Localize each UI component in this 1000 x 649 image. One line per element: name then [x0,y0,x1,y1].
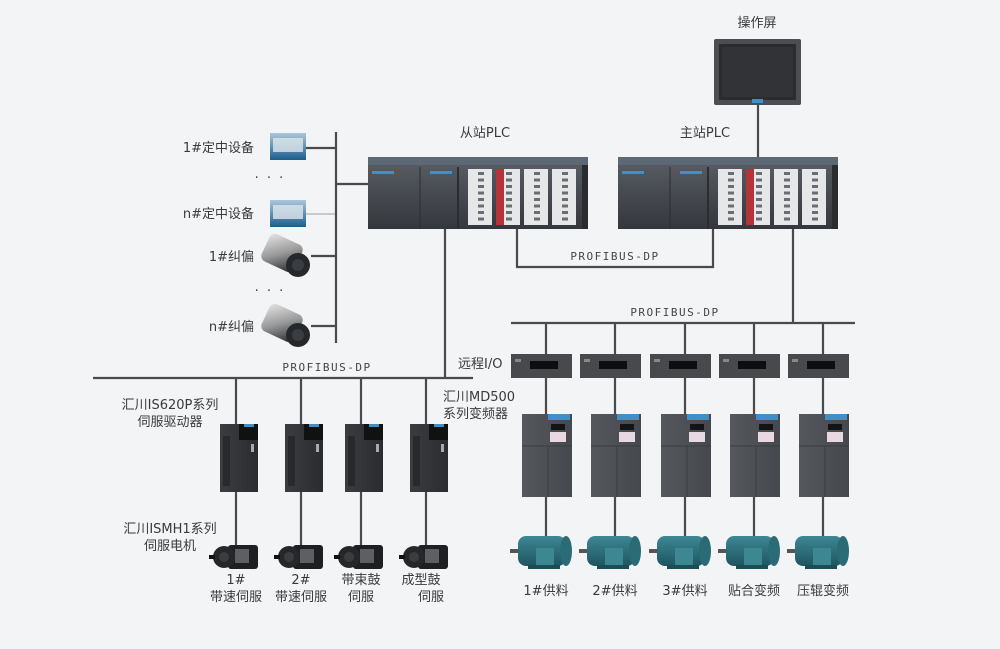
ac-motor-label: 3#供料 [662,584,708,599]
remote-io-label: 远程I/O [458,357,503,372]
remote-io-group [511,354,849,378]
device-label: 1#定中设备 [182,141,254,156]
ac-motor-icon [510,536,572,569]
hmi-label: 操作屏 [737,16,777,31]
camera-sensor-icon [261,233,310,277]
remote-bus-label: PROFIBUS-DP [630,306,720,319]
servo-motor-label-line2: 伺服 [417,590,444,605]
io-module [524,169,548,225]
vfd-group [522,414,849,497]
servo-drive-icon [220,424,258,492]
servo-motor-label-line1: 2# [291,573,311,588]
ac-motor-label: 贴合变频 [727,584,780,599]
vfd-icon [799,414,849,497]
slave-plc-rack-icon [368,157,588,229]
touchscreen-hmi-icon [714,39,801,105]
ac-motor-icon [787,536,849,569]
servo-drive-group-label-line2: 伺服驱动器 [137,415,203,430]
servo-motor-icon [209,545,258,569]
vfd-icon [591,414,641,497]
servo-drive-icon [285,424,323,492]
device-label: 1#纠偏 [208,250,254,265]
io-module [552,169,576,225]
servo-bus-label: PROFIBUS-DP [282,361,372,374]
vfd-group-label-line2: 系列变频器 [443,407,509,422]
servo-motor-icon [334,545,383,569]
servo-motor-icon [274,545,323,569]
remote-io-icon [719,354,780,378]
servo-motor-label-line2: 带速伺服 [274,590,327,605]
io-module [802,169,826,225]
device-label: n#定中设备 [182,207,254,222]
ellipsis: · · · [254,171,286,186]
vfd-icon [661,414,711,497]
servo-motor-label-line1: 成型鼓 [401,573,441,588]
servo-drive-group [220,424,448,492]
servo-motor-group [209,545,448,569]
centering-device-icon [270,200,306,227]
servo-drive-group-label-line1: 汇川IS620P系列 [121,398,219,413]
remote-io-icon [788,354,849,378]
vfd-icon [730,414,780,497]
ac-motor-label: 1#供料 [523,584,569,599]
remote-io-icon [511,354,572,378]
ac-motor-label: 压辊变频 [796,584,849,599]
vfd-icon [522,414,572,497]
io-module [468,169,492,225]
slave-plc-label: 从站PLC [459,126,511,141]
servo-motor-label-line2: 伺服 [347,590,374,605]
master-plc-rack-icon [618,157,838,229]
camera-sensor-icon [261,303,310,347]
device-label: n#纠偏 [208,320,254,335]
servo-motor-group-label-line2: 伺服电机 [143,539,196,554]
vfd-group-label-line1: 汇川MD500 [443,390,516,405]
io-module [774,169,798,225]
servo-drive-icon [345,424,383,492]
remote-io-icon [650,354,711,378]
servo-motor-label-line1: 1# [226,573,246,588]
servo-motor-label-line1: 带束鼓 [341,573,381,588]
plc-link-bus-label: PROFIBUS-DP [570,250,660,263]
servo-motor-group-label-line1: 汇川ISMH1系列 [123,522,217,537]
servo-motor-icon [399,545,448,569]
ac-motor-icon [718,536,780,569]
ac-motor-icon [649,536,711,569]
servo-motor-label-line2: 带速伺服 [209,590,262,605]
io-module [718,169,742,225]
ac-motor-label: 2#供料 [592,584,638,599]
ac-motor-icon [579,536,641,569]
plc-link-line [515,229,715,269]
ac-motor-group [510,536,849,569]
servo-drive-icon [410,424,448,492]
remote-io-icon [580,354,641,378]
ellipsis: · · · [254,284,286,299]
centering-device-icon [270,133,306,160]
master-plc-label: 主站PLC [679,126,731,141]
